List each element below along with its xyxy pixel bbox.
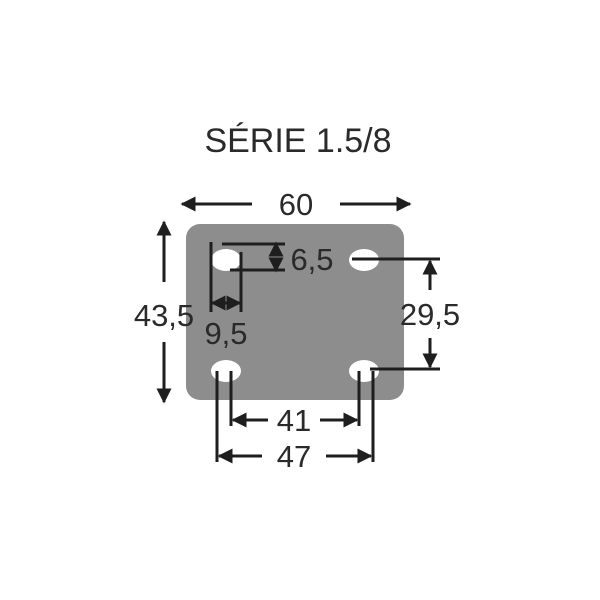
dim-hole-height: 6,5 [222, 241, 334, 277]
label-overall-width: 60 [279, 187, 313, 222]
dim-hole-spacing-outer: 47 [215, 371, 375, 474]
label-hole-spacing-vertical: 29,5 [400, 297, 460, 332]
label-overall-height: 43,5 [134, 298, 194, 333]
hole-top-left [211, 249, 241, 271]
label-hole-spacing-inner: 41 [277, 403, 311, 438]
dim-hole-width: 9,5 [204, 242, 248, 351]
dim-overall-width: 60 [180, 187, 412, 222]
dim-hole-spacing-vertical: 29,5 [352, 257, 460, 371]
label-hole-width: 9,5 [204, 316, 247, 351]
label-hole-spacing-outer: 47 [277, 439, 311, 474]
label-hole-height: 6,5 [290, 242, 333, 277]
drawing-title: SÉRIE 1.5/8 [204, 122, 391, 160]
dim-hole-spacing-inner: 41 [229, 371, 361, 438]
dim-overall-height: 43,5 [134, 220, 194, 404]
